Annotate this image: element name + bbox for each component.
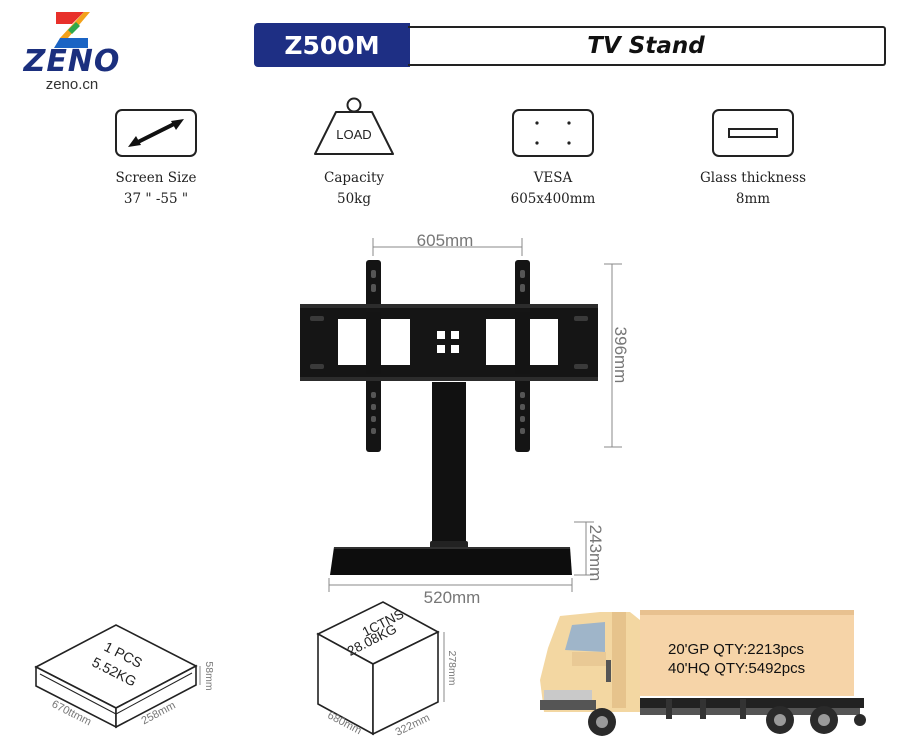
- truck-window: [565, 622, 605, 652]
- spec-vesa: VESA 605x400mm: [463, 100, 643, 207]
- carton-qty: 1CTNS: [360, 606, 406, 639]
- left-vesa-rail: [366, 260, 381, 452]
- carton-width: 322mm: [394, 712, 432, 739]
- spec-value: 37 " -55 ": [123, 191, 189, 207]
- spec-capacity: LOAD Capacity 50kg: [264, 97, 444, 207]
- brand-logo: ZENO zeno.cn: [12, 6, 132, 93]
- spec-label: Glass thickness: [699, 170, 807, 186]
- spec-label: Capacity: [324, 170, 384, 186]
- product-title: TV Stand: [408, 26, 886, 66]
- spec-screen-size: Screen Size 37 " -55 ": [66, 100, 246, 207]
- qty-40hq: 40'HQ QTY:5492pcs: [668, 660, 806, 677]
- glass-panel-icon: [712, 109, 794, 157]
- mounting-plate: [300, 304, 598, 381]
- unit-box-width: 258mm: [140, 699, 178, 727]
- model-number: Z500M: [254, 23, 410, 67]
- carton-height: 278mm: [446, 650, 458, 685]
- glass-base: [330, 547, 572, 575]
- load-icon-text: LOAD: [336, 127, 371, 142]
- spec-glass-thickness: Glass thickness 8mm: [663, 100, 843, 207]
- truck-cab: [540, 612, 640, 712]
- carton-length: 680mm: [325, 709, 363, 737]
- spec-value: 8mm: [735, 191, 771, 207]
- right-vesa-rail: [515, 260, 530, 452]
- base-width-dimension-label: 520mm: [424, 588, 481, 607]
- height-dimension-label: 396mm: [611, 327, 630, 384]
- spec-value: 605x400mm: [510, 191, 596, 207]
- carton-weight: 28.08KG: [345, 621, 399, 659]
- width-dimension-label: 605mm: [417, 231, 474, 250]
- double-arrow-icon: [115, 109, 197, 157]
- spec-label: VESA: [533, 170, 573, 186]
- unit-box-length: 670ttmm: [50, 698, 94, 728]
- truck-wheel: [588, 708, 616, 736]
- spec-label: Screen Size: [115, 170, 197, 186]
- weight-load-icon: LOAD: [314, 97, 394, 155]
- brand-url: zeno.cn: [45, 76, 99, 93]
- base-height-dimension-label: 243mm: [586, 525, 605, 582]
- stand-column: [432, 382, 466, 542]
- spec-value: 50kg: [336, 191, 371, 207]
- qty-20gp: 20'GP QTY:2213pcs: [668, 641, 805, 658]
- unit-box-weight: 5.52KG: [89, 654, 139, 690]
- truck-wheel: [810, 706, 838, 734]
- unit-box-qty: 1 PCS: [102, 638, 145, 671]
- truck-wheel: [766, 706, 794, 734]
- vesa-holes-icon: [512, 109, 594, 157]
- unit-box-height: 58mm: [203, 661, 215, 690]
- container-quantities: 20'GP QTY:2213pcs 40'HQ QTY:5492pcs: [668, 640, 805, 678]
- zeno-logo-icon: [54, 12, 90, 48]
- brand-name: ZENO: [23, 44, 121, 79]
